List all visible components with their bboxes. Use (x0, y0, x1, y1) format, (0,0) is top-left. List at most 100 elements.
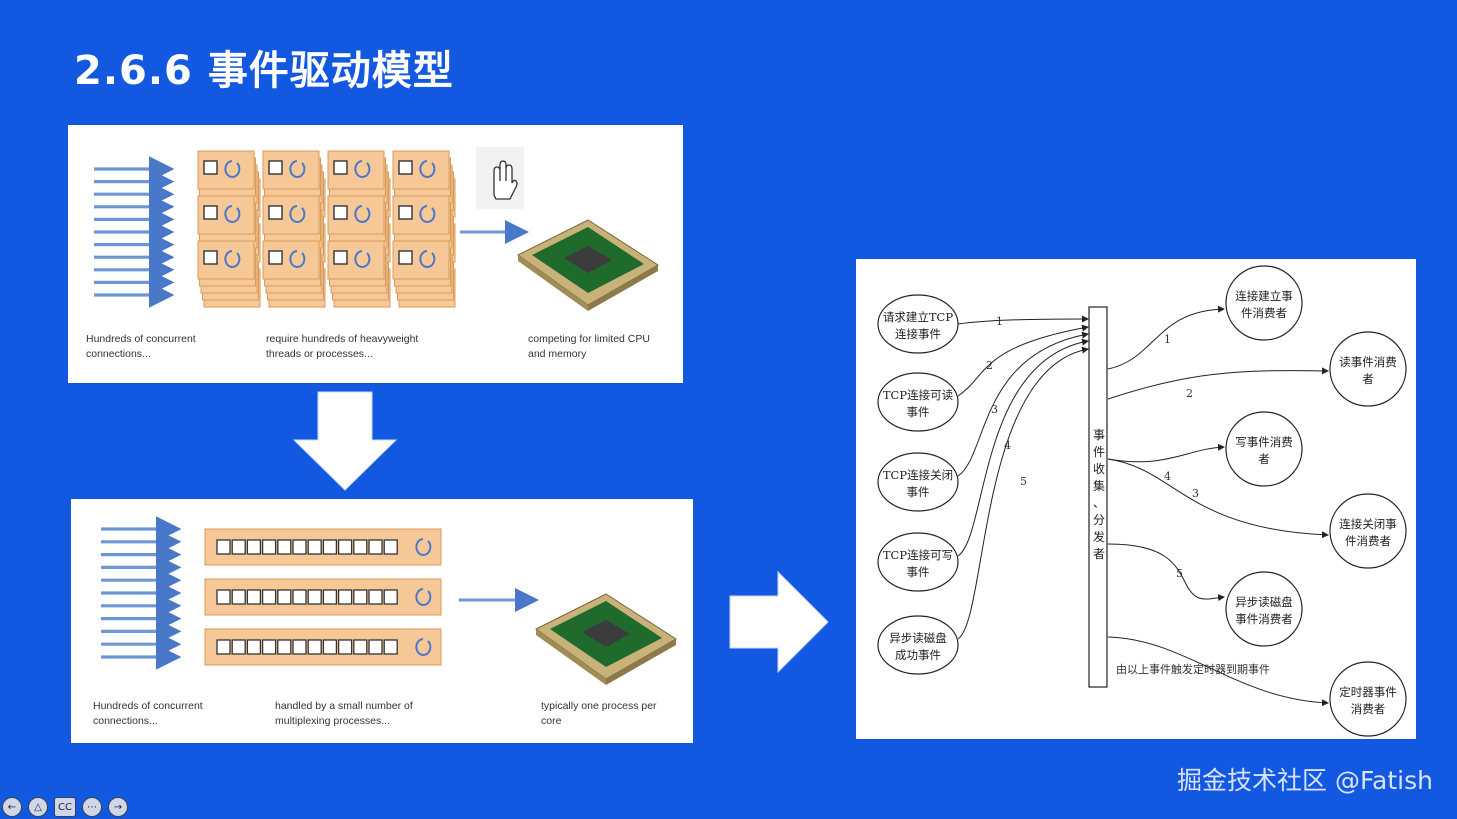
thread-model-illustration (94, 147, 659, 311)
node-label-line2: 者 (1258, 452, 1270, 466)
node-label-line1: 读事件消费 (1339, 355, 1397, 369)
node-label-line2: 件消费者 (1241, 306, 1287, 320)
queue-slot (307, 539, 322, 555)
captions-icon[interactable]: CC (54, 797, 76, 817)
queue-slot (292, 589, 307, 605)
timer-note: 由以上事件触发定时器到期事件 (1116, 662, 1270, 676)
queue-slot (261, 589, 277, 605)
source-edge (957, 324, 1089, 397)
thread-cycle-icon (289, 250, 306, 268)
connection-arrows (101, 516, 182, 670)
thread-model-panel: Hundreds of concurrent connections... re… (68, 125, 683, 383)
node-label-line1: 定时器事件 (1339, 685, 1397, 699)
dispatcher-label-char: 件 (1093, 445, 1105, 459)
caption-threads: require hundreds of heavyweight threads … (266, 333, 419, 360)
queue-slot (383, 639, 398, 655)
node-label-line2: 消费者 (1351, 702, 1386, 716)
transition-down-arrow (292, 391, 398, 491)
node-label-line1: TCP连接可读 (883, 388, 954, 402)
cpu-chip-icon (535, 593, 677, 685)
source-edge-label: 2 (986, 359, 993, 372)
thread-cycle-icon (224, 160, 241, 178)
source-edge (957, 331, 1089, 477)
thread-cycle-icon (224, 250, 241, 268)
thread-slot (333, 160, 348, 175)
watermark: 掘金技术社区 @Fatish (1177, 766, 1433, 795)
more-icon[interactable]: ⋯ (82, 797, 102, 817)
consumer-edge (1107, 367, 1329, 400)
node-label-line2: 者 (1362, 372, 1374, 386)
source-edge (957, 346, 1089, 640)
dispatcher-label-char: 发 (1093, 529, 1105, 544)
event-model-panel: Hundreds of concurrent connections... ha… (71, 499, 693, 743)
source-edge-label: 4 (1004, 439, 1011, 452)
node-label-line1: 异步读磁盘 (1235, 595, 1293, 609)
caption-one-process: typically one process per core (541, 700, 657, 727)
queue-slot (368, 589, 383, 605)
queue-slot (246, 589, 262, 605)
thread-cycle-icon (419, 250, 436, 268)
queue-slot (353, 639, 368, 655)
node-label-line1: 异步读磁盘 (889, 631, 947, 645)
event-model-illustration (101, 516, 677, 685)
dispatcher-label-char: 分 (1093, 513, 1105, 527)
queue-cycle-icon (415, 638, 432, 656)
thread-slot (268, 205, 283, 220)
queue-slot (277, 589, 292, 605)
node-label-line1: TCP连接关闭 (883, 468, 953, 482)
node-label-line2: 事件 (907, 405, 930, 419)
consumer-edge-label: 5 (1176, 567, 1183, 580)
queue-cycle-icon (415, 538, 432, 556)
consumer-edge (1107, 443, 1225, 463)
consumer-edge-label: 2 (1186, 387, 1193, 400)
queue-slot (231, 539, 246, 555)
source-edge-label: 3 (991, 403, 998, 416)
dispatcher-label-char: 者 (1093, 547, 1105, 561)
connection-arrows (94, 156, 175, 308)
multiplex-queues (204, 528, 442, 666)
thread-cycle-icon (224, 205, 241, 223)
slide-title: 2.6.6 事件驱动模型 (74, 48, 454, 94)
dispatcher-label-char: 收 (1093, 462, 1105, 476)
pointer-icon[interactable]: △ (28, 797, 48, 817)
thread-slot (398, 205, 413, 220)
thread-slot (203, 205, 218, 220)
thread-slot (398, 250, 413, 265)
consumer-edge-label: 1 (1164, 333, 1171, 346)
node-label-line1: TCP连接可写 (883, 548, 953, 562)
dispatcher-label-char: 、 (1093, 496, 1105, 510)
forward-icon[interactable]: → (108, 797, 128, 817)
queue-slot (353, 539, 368, 555)
queue-slot (292, 639, 307, 655)
queue-slot (337, 589, 353, 605)
queue-slot (261, 639, 277, 655)
queue-slot (231, 639, 246, 655)
queue-slot (383, 539, 398, 555)
node-label-line1: 连接关闭事 (1339, 517, 1397, 531)
source-edge (957, 338, 1089, 557)
queue-slot (307, 589, 322, 605)
thread-cycle-icon (354, 250, 371, 268)
caption-connections: Hundreds of concurrent connections... (93, 700, 203, 727)
thread-cycle-icon (354, 160, 371, 178)
player-controls: ← △ CC ⋯ → (2, 797, 128, 817)
source-edge (957, 315, 1089, 325)
node-label-line1: 写事件消费 (1235, 435, 1293, 449)
caption-connections: Hundreds of concurrent connections... (86, 333, 196, 360)
back-icon[interactable]: ← (2, 797, 22, 817)
queue-slot (261, 539, 277, 555)
node-label-line1: 请求建立TCP (883, 310, 953, 324)
source-edge-label: 5 (1020, 475, 1027, 488)
queue-slot (383, 589, 398, 605)
queue-slot (246, 539, 262, 555)
